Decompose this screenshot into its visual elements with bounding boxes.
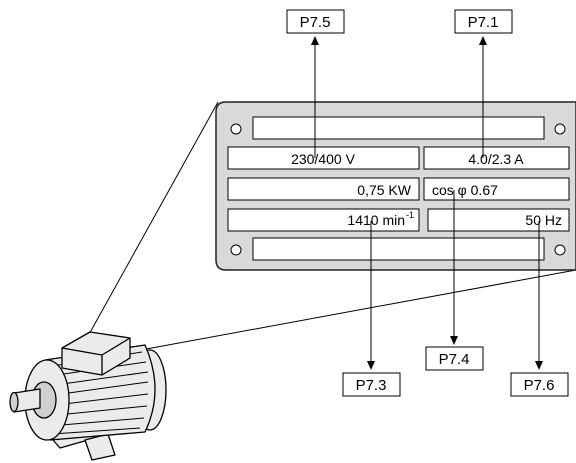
label-p73: P7.3 — [356, 377, 387, 394]
electric-motor-icon — [9, 331, 167, 461]
rating-plate: 230/400 V 4.0/2.3 A 0,75 KW cos φ 0.67 1… — [215, 101, 576, 271]
frequency-field: 50 Hz — [525, 212, 562, 228]
power-field: 0,75 KW — [357, 182, 411, 198]
label-p71: P7.1 — [468, 14, 499, 31]
pointer-arrows — [311, 36, 543, 370]
zoom-lines — [71, 101, 576, 366]
screw-icon — [554, 244, 566, 256]
plate-bottom-bar — [252, 237, 545, 261]
screw-icon — [230, 244, 242, 256]
label-p74: P7.4 — [439, 351, 470, 368]
current-field: 4.0/2.3 A — [468, 151, 524, 167]
plate-top-bar — [252, 116, 545, 140]
label-p76: P7.6 — [524, 377, 555, 394]
speed-exponent: -1 — [406, 210, 414, 220]
cos-phi-field: cos φ 0.67 — [432, 182, 498, 198]
parameter-labels: P7.5 P7.1 P7.3 P7.4 P7.6 — [286, 9, 569, 397]
voltage-field: 230/400 V — [291, 151, 355, 167]
screw-icon — [230, 123, 242, 135]
screw-icon — [554, 123, 566, 135]
label-p75: P7.5 — [300, 14, 331, 31]
speed-field: 1410 min — [347, 212, 405, 228]
